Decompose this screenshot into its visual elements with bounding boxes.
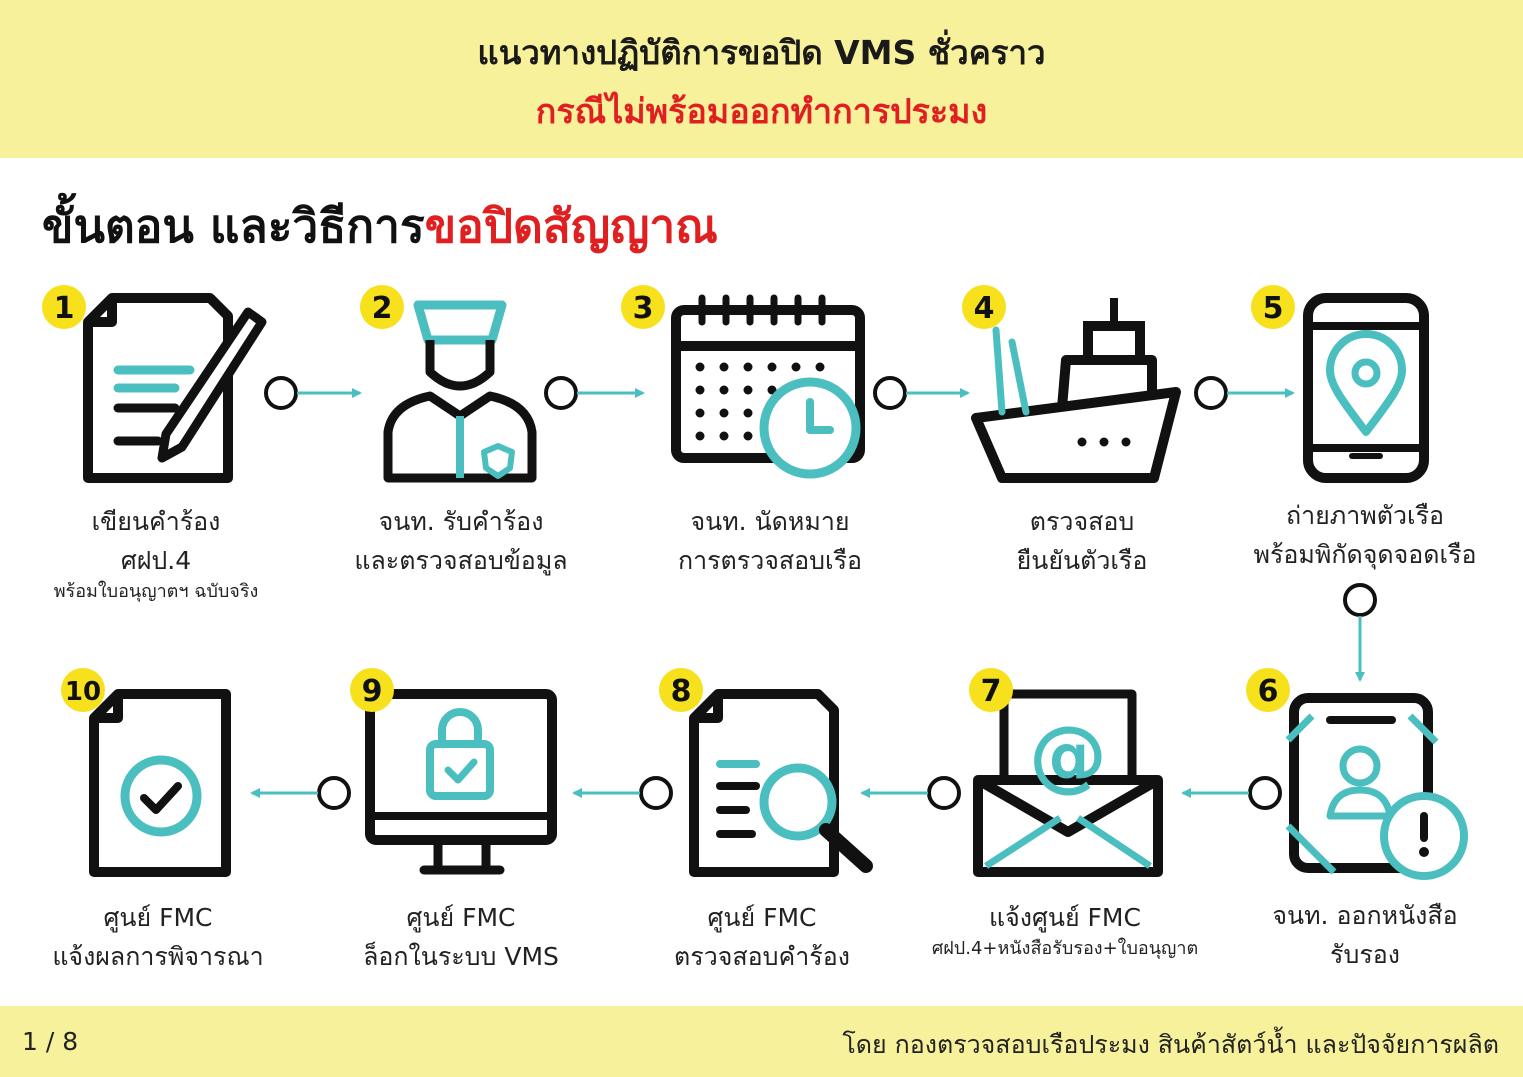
page-number: 1 / 8 — [22, 1027, 79, 1056]
step-1-line2: ศฝป.4 — [120, 546, 192, 575]
step-3-line1: จนท. นัดหมาย — [690, 507, 850, 536]
document-pen-icon — [83, 293, 267, 483]
svg-text:@: @ — [1029, 711, 1107, 801]
page-subtitle: กรณีไม่พร้อมออกทำการประมง — [535, 92, 988, 132]
step-9-line1: ศูนย์ FMC — [406, 903, 516, 932]
document-search-icon — [689, 689, 873, 877]
step-10-caption: ศูนย์ FMC แจ้งผลการพิจารณา — [8, 898, 308, 976]
officer-icon — [383, 300, 537, 483]
step-6-caption: จนท. ออกหนังสือ รับรอง — [1215, 896, 1515, 974]
step-1-line1: เขียนคำร้อง — [91, 507, 221, 536]
heading-black: ขั้นตอน และวิธีการ — [42, 199, 425, 253]
badge-7: 7 — [969, 668, 1013, 712]
document-check-icon — [89, 689, 231, 877]
step-7-line3: ศฝป.4+หนังสือรับรอง+ใบอนุญาต — [931, 938, 1199, 959]
badge-9-number: 9 — [362, 674, 383, 709]
heading-red: ขอปิดสัญญาณ — [424, 199, 718, 253]
step-6-line2: รับรอง — [1330, 940, 1400, 969]
badge-5: 5 — [1251, 285, 1295, 329]
step-9-caption: ศูนย์ FMC ล็อกในระบบ VMS — [311, 898, 611, 976]
badge-8: 8 — [659, 668, 703, 712]
step-8-line1: ศูนย์ FMC — [707, 903, 817, 932]
step-3-caption: จนท. นัดหมาย การตรวจสอบเรือ — [620, 502, 920, 580]
badge-5-number: 5 — [1263, 291, 1284, 326]
email-envelope-icon: @ — [973, 689, 1163, 877]
step-4-line2: ยืนยันตัวเรือ — [1016, 546, 1148, 575]
connector-8-9 — [572, 776, 673, 810]
step-5-caption: ถ่ายภาพตัวเรือ พร้อมพิกัดจุดจอดเรือ — [1215, 496, 1515, 574]
badge-9: 9 — [350, 668, 394, 712]
badge-1: 1 — [42, 285, 86, 329]
badge-6-number: 6 — [1258, 674, 1279, 709]
connector-5-6 — [1343, 583, 1377, 682]
step-7-caption: แจ้งศูนย์ FMC ศฝป.4+หนังสือรับรอง+ใบอนุญ… — [915, 898, 1215, 961]
connector-4-5 — [1194, 376, 1295, 410]
badge-1-number: 1 — [54, 291, 75, 326]
step-8-caption: ศูนย์ FMC ตรวจสอบคำร้อง — [612, 898, 912, 976]
step-5-line1: ถ่ายภาพตัวเรือ — [1285, 501, 1445, 530]
step-4-caption: ตรวจสอบ ยืนยันตัวเรือ — [932, 502, 1232, 580]
badge-10: 10 — [61, 668, 105, 712]
ship-icon — [971, 298, 1181, 483]
phone-location-icon — [1303, 293, 1429, 483]
calendar-clock-icon — [671, 294, 865, 479]
badge-3-number: 3 — [633, 291, 654, 326]
monitor-lock-icon — [365, 689, 557, 875]
page-title: แนวทางปฏิบัติการขอปิด VMS ชั่วคราว — [477, 33, 1046, 72]
badge-10-number: 10 — [65, 677, 101, 707]
step-10-line2: แจ้งผลการพิจารณา — [52, 942, 264, 971]
connector-2-3 — [544, 376, 645, 410]
step-8-line2: ตรวจสอบคำร้อง — [674, 942, 850, 971]
footer-band — [0, 1006, 1523, 1077]
step-1-line3: พร้อมใบอนุญาตฯ ฉบับจริง — [53, 581, 259, 602]
badge-6: 6 — [1246, 668, 1290, 712]
step-4-line1: ตรวจสอบ — [1029, 507, 1135, 536]
header-band — [0, 0, 1523, 158]
step-2-line1: จนท. รับคำร้อง — [378, 507, 544, 536]
step-3-line2: การตรวจสอบเรือ — [677, 546, 863, 575]
id-card-alert-icon — [1285, 693, 1468, 880]
connector-7-8 — [860, 776, 961, 810]
badge-2-number: 2 — [372, 291, 393, 326]
badge-4: 4 — [962, 285, 1006, 329]
connector-6-7 — [1181, 776, 1282, 810]
step-5-line2: พร้อมพิกัดจุดจอดเรือ — [1253, 540, 1477, 569]
connector-3-4 — [873, 376, 970, 410]
badge-7-number: 7 — [981, 674, 1002, 709]
badge-2: 2 — [360, 285, 404, 329]
step-7-line1: แจ้งศูนย์ FMC — [989, 903, 1141, 932]
connector-1-2 — [264, 376, 362, 410]
step-2-line2: และตรวจสอบข้อมูล — [354, 546, 568, 575]
badge-8-number: 8 — [671, 674, 692, 709]
badge-3: 3 — [621, 285, 665, 329]
step-1-caption: เขียนคำร้อง ศฝป.4 พร้อมใบอนุญาตฯ ฉบับจริ… — [6, 502, 306, 604]
step-2-caption: จนท. รับคำร้อง และตรวจสอบข้อมูล — [311, 502, 611, 580]
step-10-line1: ศูนย์ FMC — [103, 903, 213, 932]
step-9-line2: ล็อกในระบบ VMS — [363, 942, 559, 971]
step-6-line1: จนท. ออกหนังสือ — [1272, 901, 1458, 930]
footer-credit: โดย กองตรวจสอบเรือประมง สินค้าสัตว์น้ำ แ… — [842, 1030, 1499, 1059]
connector-9-10 — [250, 776, 351, 810]
section-heading: ขั้นตอน และวิธีการขอปิดสัญญาณ — [42, 190, 718, 263]
badge-4-number: 4 — [974, 291, 995, 326]
